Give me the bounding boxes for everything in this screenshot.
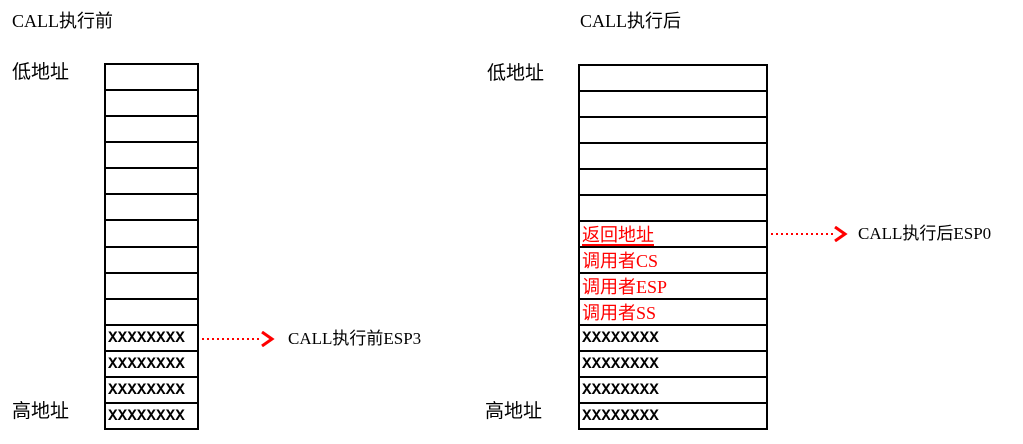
stack-cell-caller-cs: 调用者CS bbox=[580, 248, 766, 274]
stack-cell-caller-ss: 调用者SS bbox=[580, 300, 766, 326]
stack-cell-data: XXXXXXXX bbox=[580, 404, 766, 428]
stack-cell-return-address: 返回地址 bbox=[580, 222, 766, 248]
stack-cell-data: XXXXXXXX bbox=[106, 325, 197, 352]
before-call-stack: XXXXXXXX XXXXXXXX XXXXXXXX XXXXXXXX bbox=[104, 63, 199, 430]
stack-cell-data: XXXXXXXX bbox=[106, 351, 197, 378]
stack-cell bbox=[106, 299, 197, 326]
stack-cell bbox=[580, 144, 766, 170]
stack-cell bbox=[580, 170, 766, 196]
after-call-stack: 返回地址 调用者CS 调用者ESP 调用者SS XXXXXXXX XXXXXXX… bbox=[578, 64, 768, 430]
before-call-title: CALL执行前 bbox=[12, 11, 113, 31]
before-high-address-label: 高地址 bbox=[12, 401, 70, 422]
esp-before-label: CALL执行前ESP3 bbox=[288, 329, 422, 348]
stack-cell-data: XXXXXXXX bbox=[106, 404, 197, 429]
after-low-address-label: 低地址 bbox=[487, 63, 545, 84]
stack-cell bbox=[580, 92, 766, 118]
esp-after-label: CALL执行后ESP0 bbox=[858, 224, 992, 243]
stack-cell bbox=[106, 195, 197, 222]
stack-cell-data: XXXXXXXX bbox=[580, 326, 766, 352]
stack-cell bbox=[580, 118, 766, 144]
stack-cell-data: XXXXXXXX bbox=[580, 378, 766, 404]
stack-cell bbox=[580, 196, 766, 222]
stack-cell bbox=[106, 221, 197, 248]
before-low-address-label: 低地址 bbox=[12, 62, 70, 83]
stack-cell bbox=[580, 66, 766, 92]
stack-cell bbox=[106, 65, 197, 92]
stack-cell-data: XXXXXXXX bbox=[106, 377, 197, 405]
stack-cell-caller-esp: 调用者ESP bbox=[580, 274, 766, 300]
stack-cell bbox=[106, 169, 197, 196]
stack-cell bbox=[106, 273, 197, 300]
esp-after-arrow bbox=[771, 226, 848, 242]
after-high-address-label: 高地址 bbox=[485, 401, 543, 422]
esp-before-arrow bbox=[202, 331, 275, 347]
after-call-title: CALL执行后 bbox=[580, 11, 681, 31]
stack-cell bbox=[106, 91, 197, 118]
stack-cell bbox=[106, 117, 197, 144]
stack-cell-data: XXXXXXXX bbox=[580, 352, 766, 378]
stack-cell bbox=[106, 247, 197, 274]
stack-cell bbox=[106, 143, 197, 170]
